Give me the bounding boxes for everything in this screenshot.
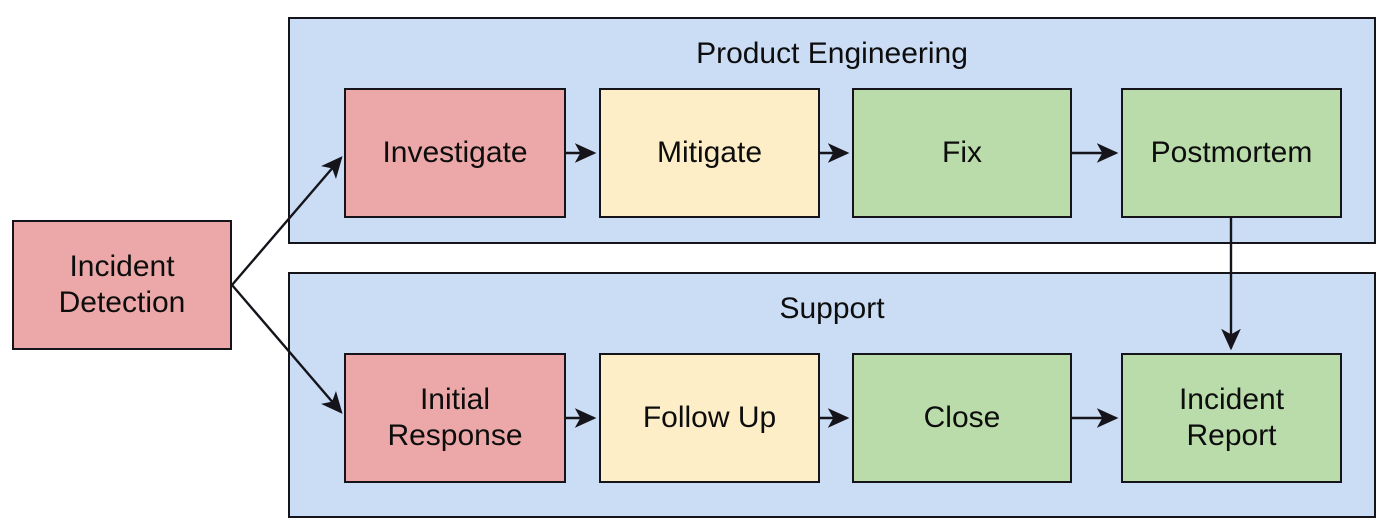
node-initial-response[interactable]: Initial Response [344,353,566,483]
node-incident-detection[interactable]: Incident Detection [12,220,232,350]
lane-title-support: Support [779,292,885,325]
node-incident-report[interactable]: Incident Report [1121,353,1342,483]
node-mitigate[interactable]: Mitigate [599,88,820,218]
node-investigate[interactable]: Investigate [344,88,566,218]
node-fix[interactable]: Fix [852,88,1072,218]
lane-title-product-engineering: Product Engineering [696,37,968,70]
node-follow-up[interactable]: Follow Up [599,353,820,483]
node-postmortem[interactable]: Postmortem [1121,88,1342,218]
node-close[interactable]: Close [852,353,1072,483]
